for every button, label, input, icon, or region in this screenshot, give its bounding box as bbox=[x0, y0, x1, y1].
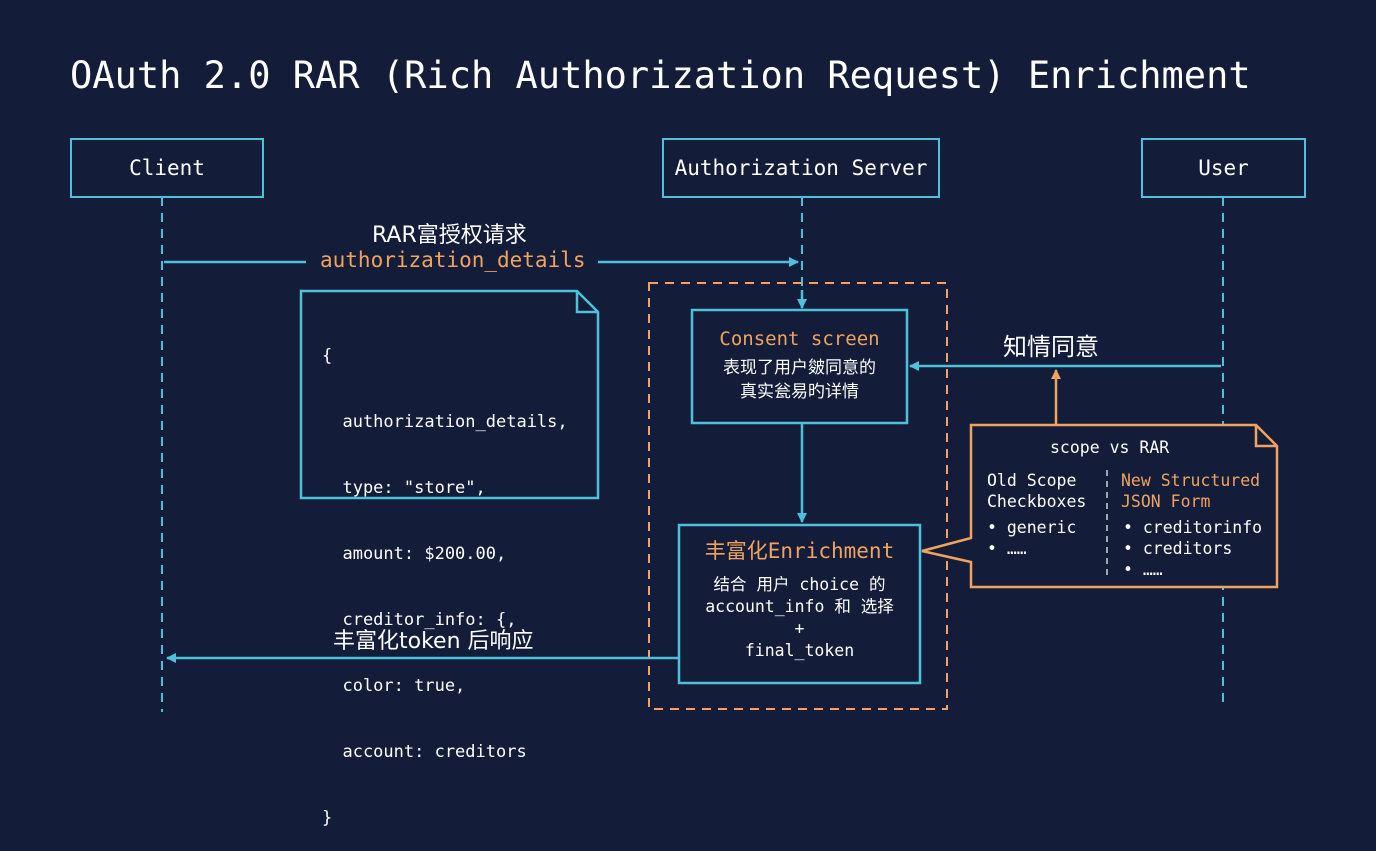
note-fold-corner bbox=[575, 291, 598, 314]
bullet-icon: • bbox=[987, 518, 997, 537]
enrichment-line4: final_token bbox=[744, 641, 855, 660]
scope-right-item: • …… bbox=[1123, 559, 1163, 580]
diagram-title: OAuth 2.0 RAR (Rich Authorization Reques… bbox=[70, 54, 1251, 97]
bullet-icon: • bbox=[1123, 518, 1133, 537]
actor-user-label: User bbox=[1198, 156, 1249, 180]
scope-vs-rar-note bbox=[921, 423, 1279, 589]
consent-screen-text: Consent screen 表现了用户皴同意的 真实瓮易旳详情 bbox=[692, 326, 907, 404]
enrichment-line2: account_info 和 选择 bbox=[705, 597, 894, 616]
rar-request-param: authorization_details bbox=[320, 248, 586, 272]
payload-line: { bbox=[322, 346, 333, 366]
scope-right-header-1: New Structured bbox=[1121, 471, 1261, 490]
enriched-response-label: 丰富化token 后响应 bbox=[333, 629, 534, 654]
enrichment-title: 丰富化Enrichment bbox=[704, 539, 895, 563]
actor-authorization-server-label: Authorization Server bbox=[674, 156, 928, 180]
payload-line: } bbox=[322, 808, 333, 828]
rar-request-label: RAR富授权请求 bbox=[372, 223, 527, 248]
scope-right-item: • creditorinfo bbox=[1123, 517, 1262, 538]
payload-line: amount: $200.00, bbox=[322, 544, 507, 564]
bullet-icon: • bbox=[1123, 560, 1133, 579]
scope-left-item-text: generic bbox=[1006, 518, 1077, 537]
scope-note-title: scope vs RAR bbox=[1050, 438, 1170, 457]
payload-line: type: "store", bbox=[322, 478, 486, 498]
payload-line: authorization_details, bbox=[322, 412, 568, 432]
scope-left-item-text: …… bbox=[1006, 539, 1027, 558]
request-payload-note bbox=[299, 289, 600, 500]
scope-left-header-2: Checkboxes bbox=[987, 492, 1087, 511]
consent-screen-box bbox=[690, 308, 909, 425]
payload-line: account: creditors bbox=[322, 742, 527, 762]
informed-consent-label: 知情同意 bbox=[1003, 333, 1099, 361]
actor-authorization-server: Authorization Server bbox=[662, 138, 940, 198]
scope-note-fold-corner bbox=[1254, 425, 1277, 448]
payload-line: color: true, bbox=[322, 676, 466, 696]
enrichment-box bbox=[677, 523, 922, 685]
actor-user: User bbox=[1141, 138, 1306, 198]
scope-right-item-text: creditorinfo bbox=[1142, 518, 1263, 537]
scope-left-header-1: Old Scope bbox=[987, 471, 1077, 490]
consent-screen-line2: 真实瓮易旳详情 bbox=[740, 382, 859, 402]
actor-client: Client bbox=[70, 138, 264, 198]
scope-right-item: • creditors bbox=[1123, 538, 1232, 559]
actor-client-label: Client bbox=[129, 156, 205, 180]
enrichment-text: 丰富化Enrichment 结合 用户 choice 的 account_inf… bbox=[679, 536, 920, 662]
scope-left-item: • …… bbox=[987, 538, 1027, 559]
bullet-icon: • bbox=[987, 539, 997, 558]
bullet-icon: • bbox=[1123, 539, 1133, 558]
server-process-group bbox=[648, 282, 948, 710]
consent-screen-title: Consent screen bbox=[719, 328, 880, 350]
scope-left-item: • generic bbox=[987, 517, 1076, 538]
consent-screen-line1: 表现了用户皴同意的 bbox=[723, 358, 876, 378]
scope-right-header-2: JSON Form bbox=[1121, 492, 1211, 511]
scope-right-item-text: creditors bbox=[1142, 539, 1233, 558]
enrichment-line1: 结合 用户 choice 的 bbox=[713, 575, 886, 594]
scope-right-item-text: …… bbox=[1142, 560, 1163, 579]
payload-line: creditor_info: {, bbox=[322, 610, 517, 630]
sequence-diagram-canvas bbox=[161, 197, 1279, 712]
enrichment-line3: + bbox=[794, 619, 805, 638]
request-payload-code: { authorization_details, type: "store", … bbox=[322, 301, 568, 851]
